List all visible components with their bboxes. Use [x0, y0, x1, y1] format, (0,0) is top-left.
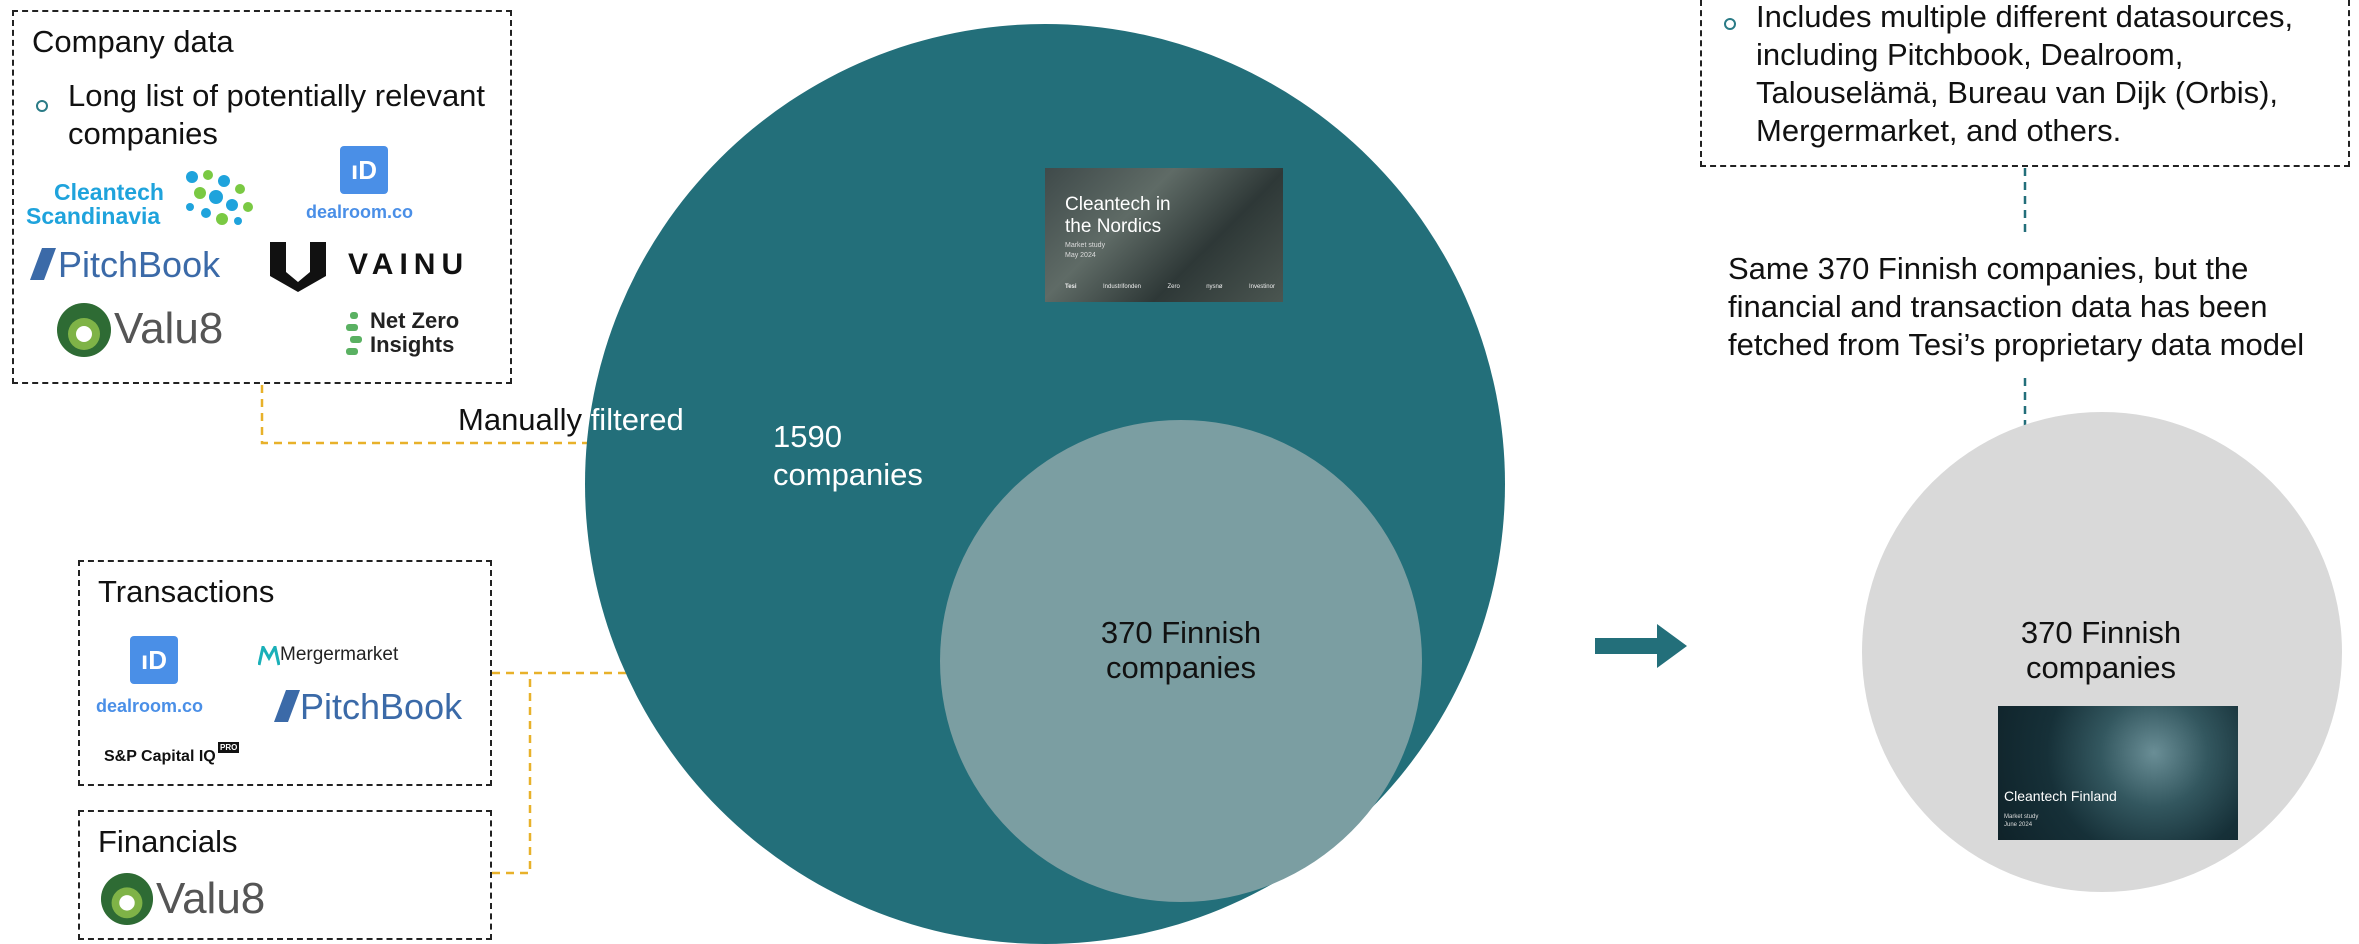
- bullet-icon: [36, 100, 48, 112]
- nordics-thumb-title-line2: the Nordics: [1065, 216, 1162, 237]
- note-line1: Same 370 Finnish companies, but the: [1728, 251, 2249, 286]
- manually-text: Manually: [458, 402, 583, 437]
- bullet-icon: [1724, 18, 1736, 30]
- net-zero-line2: Insights: [370, 332, 455, 357]
- transactions-box: Transactions ıD dealroom.co Mergermarket…: [78, 560, 492, 786]
- sp-capital-iq-text: S&P Capital IQ: [104, 748, 216, 765]
- nordics-thumb-title-line1: Cleantech in: [1065, 194, 1171, 215]
- cleantech-scandinavia-logo: Cleantech Scandinavia: [24, 167, 254, 237]
- footer-logo-1: Tesi: [1065, 284, 1077, 290]
- pitchbook-logo-text: PitchBook: [300, 686, 463, 727]
- mergermarket-logo: Mergermarket: [258, 642, 418, 670]
- footer-logo-3: Zero: [1167, 284, 1180, 290]
- finnish-companies-circle: [940, 420, 1422, 902]
- nordics-thumb-sub1: Market study: [1065, 242, 1106, 249]
- finland-thumb-sub2: June 2024: [2004, 822, 2033, 828]
- datasources-line3: Talouselämä, Bureau van Dijk (Orbis),: [1756, 75, 2279, 110]
- cleantech-dots-icon: [186, 170, 253, 225]
- dealroom-logo: ıD dealroom.co: [92, 636, 222, 728]
- note-line2: financial and transaction data has been: [1728, 289, 2268, 324]
- company-data-bullet: Long list of potentially relevant compan…: [68, 78, 486, 151]
- valu8-logo-text: Valu8: [114, 304, 224, 353]
- tesi-companies-line1: 370 Finnish: [2020, 615, 2182, 650]
- company-count-label: 1590 companies: [773, 418, 923, 494]
- note-line3: fetched from Tesi’s proprietary data mod…: [1728, 327, 2305, 362]
- finnish-companies-line2: companies: [1106, 650, 1256, 685]
- transactions-title: Transactions: [98, 574, 275, 609]
- finnish-companies-line1: 370 Finnish: [1100, 615, 1262, 650]
- company-count-unit: companies: [773, 457, 923, 492]
- pitchbook-logo: PitchBook: [28, 240, 258, 290]
- dealroom-logo: ıD dealroom.co: [302, 142, 432, 237]
- net-zero-insights-logo: Net Zero Insights: [346, 308, 506, 364]
- footer-logo-5: Investinor: [1248, 284, 1275, 290]
- datasources-line2: including Pitchbook, Dealroom,: [1756, 37, 2184, 72]
- pitchbook-logo-text: PitchBook: [58, 244, 221, 285]
- tesi-companies-line2: companies: [2026, 650, 2176, 685]
- datasources-bullet: Includes multiple different datasources,…: [1756, 0, 2346, 150]
- financials-title: Financials: [98, 824, 238, 859]
- mergermarket-logo-text: Mergermarket: [280, 644, 399, 665]
- finland-thumb-title: Cleantech Finland: [2004, 788, 2117, 804]
- vainu-logo-text: VAINU: [348, 248, 470, 281]
- pitchbook-mark-icon: [30, 248, 56, 280]
- nordics-thumb-footer: Tesi Industrifonden Zero nysnø Investino…: [1065, 284, 1275, 290]
- tesi-companies-label: 370 Finnish companies: [1960, 615, 2242, 685]
- datasources-line1: Includes multiple different datasources,: [1756, 0, 2294, 34]
- net-zero-line1: Net Zero: [370, 308, 460, 333]
- finnish-companies-label: 370 Finnish companies: [1040, 615, 1322, 685]
- dealroom-icon: ıD: [130, 636, 178, 684]
- nordics-report-thumbnail: Cleantech in the Nordics Market study Ma…: [1045, 168, 1283, 302]
- pitchbook-logo: PitchBook: [272, 682, 492, 732]
- finland-thumb-sub1: Market study: [2004, 814, 2039, 820]
- filtered-text: filtered: [590, 402, 684, 437]
- nordics-thumb-sub2: May 2024: [1065, 252, 1096, 259]
- dealroom-icon: ıD: [340, 146, 388, 194]
- valu8-logo: Valu8: [100, 868, 300, 934]
- manually-filtered-label: Manually filtered: [458, 402, 684, 438]
- sp-capital-iq-logo: S&P Capital IQ PRO: [104, 742, 254, 772]
- sp-capital-iq-pro-badge: PRO: [218, 742, 240, 753]
- footer-logo-4: nysnø: [1206, 284, 1223, 290]
- pitchbook-mark-icon: [274, 690, 300, 722]
- datasources-box: Includes multiple different datasources,…: [1700, 0, 2350, 167]
- dealroom-logo-text: dealroom.co: [306, 202, 414, 222]
- financials-connector: [492, 673, 532, 875]
- valu8-mark-icon: [100, 872, 154, 926]
- proprietary-data-note: Same 370 Finnish companies, but the fina…: [1728, 250, 2348, 364]
- financials-box: Financials Valu8: [78, 810, 492, 940]
- mergermarket-mark-icon: [258, 646, 280, 666]
- company-count-number: 1590: [773, 419, 842, 454]
- valu8-logo: Valu8: [56, 298, 256, 364]
- vainu-logo: VAINU: [266, 234, 506, 294]
- valu8-logo-text: Valu8: [156, 874, 266, 923]
- cleantech-logo-line1: Cleantech: [54, 179, 164, 205]
- vainu-mark-icon: [270, 238, 326, 292]
- net-zero-mark-icon: [346, 312, 362, 355]
- footer-logo-2: Industrifonden: [1102, 284, 1142, 290]
- dealroom-logo-text: dealroom.co: [96, 696, 204, 716]
- company-data-title: Company data: [32, 24, 234, 59]
- valu8-mark-icon: [57, 303, 111, 357]
- finland-report-thumbnail: Cleantech Finland Market study June 2024: [1998, 706, 2238, 840]
- cleantech-logo-line2: Scandinavia: [26, 203, 161, 229]
- arrow-right-icon: [1595, 624, 1687, 668]
- company-data-box: Company data Long list of potentially re…: [12, 10, 512, 384]
- datasources-line4: Mergermarket, and others.: [1756, 113, 2122, 148]
